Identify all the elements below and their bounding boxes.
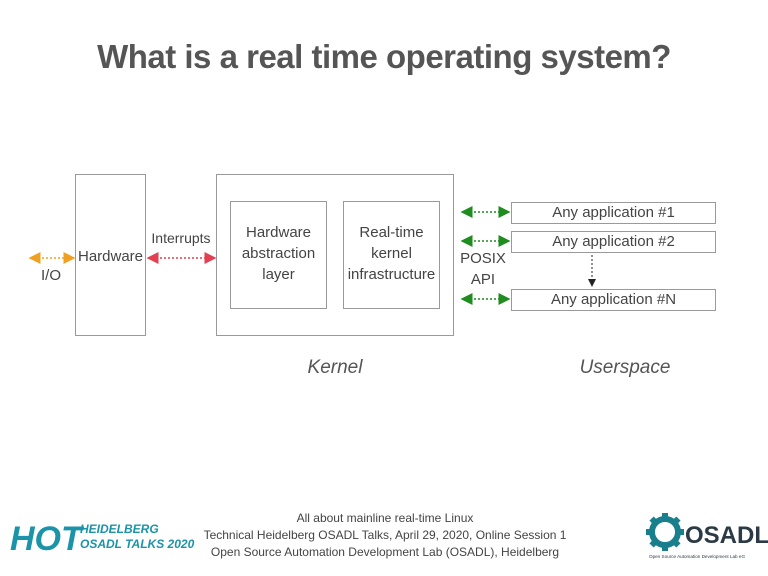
- hot-heidelberg-logo: HOT HEIDELBERG OSADL TALKS 2020: [10, 520, 195, 558]
- app-label-1: Any application #1: [552, 204, 675, 221]
- interrupts-label: Interrupts: [151, 230, 211, 246]
- app-label-2: Any application #2: [552, 233, 675, 250]
- slide-title: What is a real time operating system?: [97, 38, 671, 75]
- app-box-2: [511, 231, 716, 253]
- app-label-n: Any application #N: [550, 291, 677, 308]
- footer-line-1: All about mainline real-time Linux: [296, 511, 474, 525]
- osadl-tagline: Open Source Automation Development Lab e…: [649, 554, 745, 559]
- footer-line-3: Open Source Automation Development Lab (…: [210, 545, 560, 559]
- userspace-caption: Userspace: [579, 357, 671, 378]
- posix-api-label: POSIX API: [460, 250, 506, 288]
- app-box-1: [511, 202, 716, 224]
- hardware-label: Hardware: [77, 248, 144, 265]
- osadl-logo: OSADL Open Source Automation Development…: [646, 513, 768, 559]
- osadl-logo-text: OSADL: [685, 522, 768, 549]
- rtk-box: [343, 201, 440, 309]
- gear-icon: [646, 513, 684, 551]
- kernel-caption: Kernel: [307, 357, 363, 378]
- io-label: I/O: [40, 267, 61, 284]
- footer-text: All about mainline real-time Linux Techn…: [170, 510, 600, 561]
- hal-box: [230, 201, 327, 309]
- hot-logo-line-2: OSADL TALKS 2020: [80, 537, 195, 551]
- hal-label: Hardware abstraction layer: [241, 224, 316, 283]
- hot-logo-letters: HOT: [10, 520, 85, 558]
- rtk-label: Real-time kernel infrastructure: [347, 224, 436, 283]
- hot-logo-line-1: HEIDELBERG: [80, 522, 159, 536]
- app-box-n: [511, 289, 716, 311]
- footer-line-2: Technical Heidelberg OSADL Talks, April …: [203, 528, 567, 542]
- hardware-box: [75, 174, 146, 336]
